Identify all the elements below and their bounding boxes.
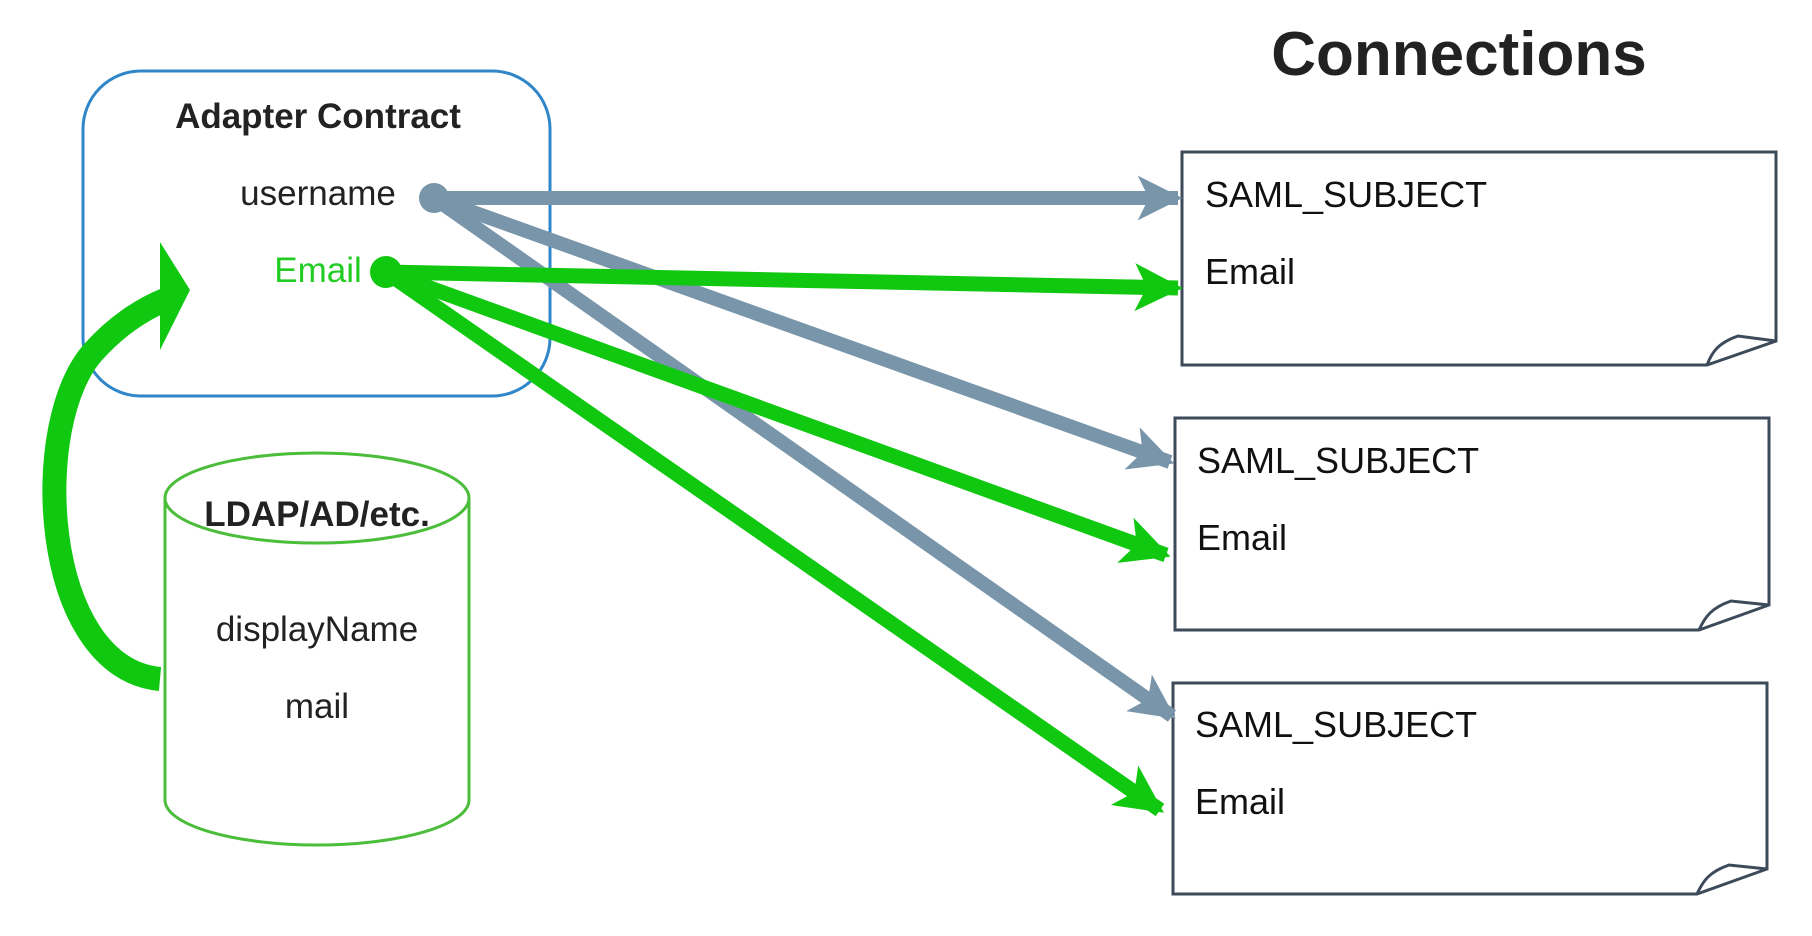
connection-3-subject: SAML_SUBJECT xyxy=(1195,704,1477,745)
username-mapping-arrows xyxy=(419,175,1183,722)
username-arrow-2 xyxy=(431,191,1175,470)
email-arrow-1 xyxy=(385,263,1183,312)
connection-card-1: SAML_SUBJECT Email xyxy=(1180,150,1778,367)
adapter-contract-title: Adapter Contract xyxy=(175,97,461,136)
connection-2-email: Email xyxy=(1197,517,1287,558)
email-arrow-3 xyxy=(381,265,1165,817)
connection-1-subject: SAML_SUBJECT xyxy=(1205,174,1487,215)
connection-3-email: Email xyxy=(1195,781,1285,822)
adapter-attribute-email: Email xyxy=(274,251,362,290)
connection-1-email: Email xyxy=(1205,251,1295,292)
datastore-title: LDAP/AD/etc. xyxy=(204,495,430,534)
datastore-attribute-mail: mail xyxy=(285,687,349,726)
database-cylinder-icon: LDAP/AD/etc. displayName mail xyxy=(163,451,471,847)
adapter-contract-box: Adapter Contract username Email xyxy=(81,69,552,398)
connection-card-2: SAML_SUBJECT Email xyxy=(1173,416,1771,632)
email-arrow-2 xyxy=(383,264,1171,563)
adapter-attribute-username: username xyxy=(240,174,396,213)
username-connector-dot xyxy=(419,183,449,213)
connection-card-3: SAML_SUBJECT Email xyxy=(1171,681,1769,896)
username-arrow-3 xyxy=(429,192,1177,722)
curved-mapping-arrow xyxy=(42,242,190,691)
email-connector-dot xyxy=(370,256,402,288)
page-title: Connections xyxy=(1271,20,1646,89)
connection-2-subject: SAML_SUBJECT xyxy=(1197,440,1479,481)
email-mapping-arrows xyxy=(370,256,1183,817)
datastore-attribute-displayname: displayName xyxy=(216,610,418,649)
